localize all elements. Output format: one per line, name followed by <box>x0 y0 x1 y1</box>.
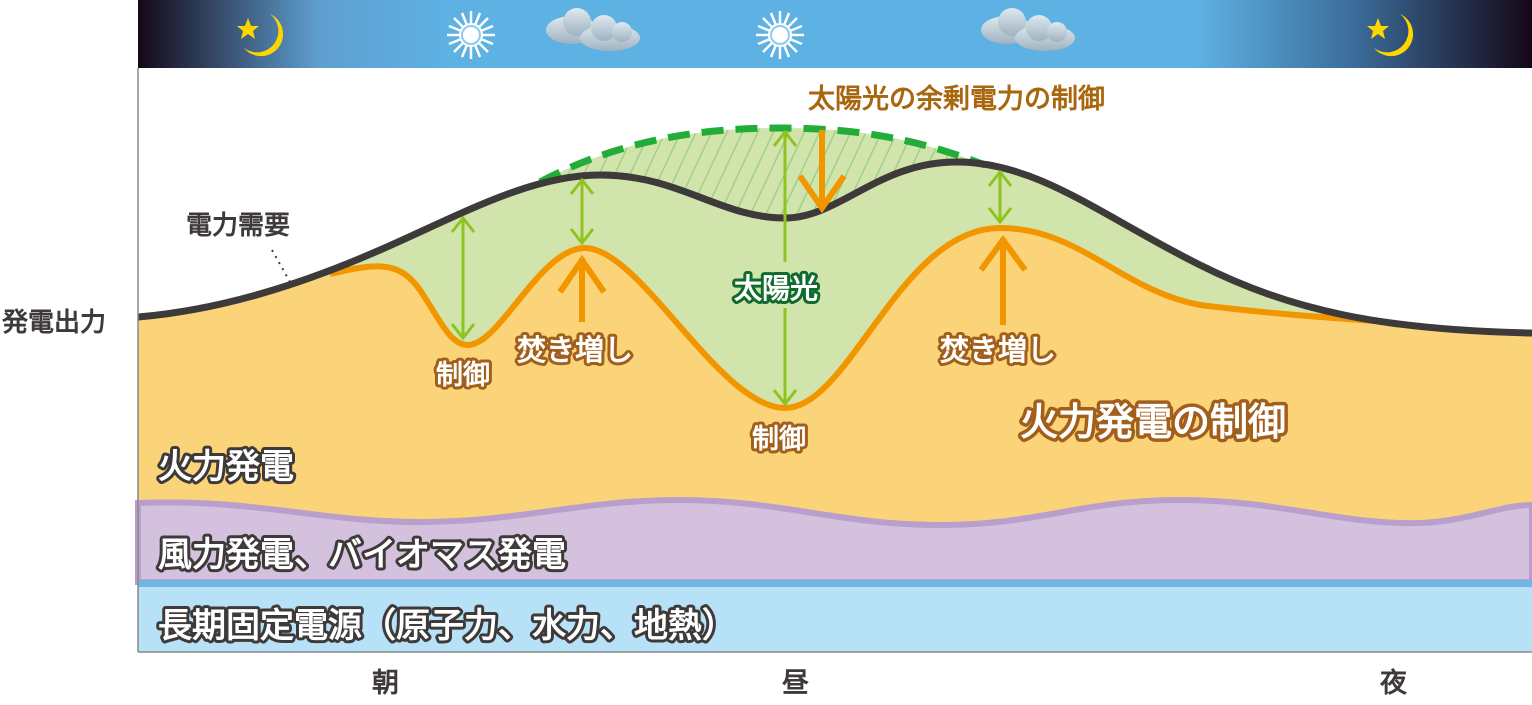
thermal-control-label: 火力発電の制御 <box>1020 400 1286 444</box>
wind-biomass-area <box>135 496 1532 585</box>
surplus-down-arrow <box>797 130 847 214</box>
boost-label-1: 焚き増し <box>517 333 633 367</box>
arrow-boost-1 <box>569 177 595 246</box>
boost-up-arrow-1 <box>557 254 607 322</box>
x-label-night: 夜 <box>1379 667 1408 699</box>
boost-label-2: 焚き増し <box>940 333 1056 367</box>
baseload-area <box>138 582 1532 652</box>
solar-label: 太陽光 <box>734 272 818 305</box>
sun-icon <box>754 9 806 61</box>
thermal-output-line <box>329 224 1386 412</box>
wind-biomass-label: 風力発電、バイオマス発電 <box>158 535 566 575</box>
x-label-noon: 昼 <box>782 668 809 699</box>
boost-up-arrow-2 <box>978 234 1028 325</box>
green-double-arrows <box>450 129 1013 407</box>
control-label-2: 制御 <box>752 424 806 455</box>
baseload-edge <box>138 580 1532 587</box>
demand-line <box>137 158 1532 337</box>
arrow-control-1 <box>450 215 476 341</box>
x-label-morning: 朝 <box>372 668 399 699</box>
solar-potential-dashed-line <box>538 124 987 186</box>
thermal-label: 火力発電 <box>158 447 294 487</box>
arrow-boost-2 <box>987 169 1013 225</box>
sun-icon <box>445 9 497 61</box>
demand-label: 電力需要 <box>186 211 290 241</box>
y-axis-label: 発電出力 <box>1 308 106 338</box>
sky-bar <box>138 0 1532 68</box>
solar-surplus-control-label: 太陽光の余剰電力の制御 <box>808 83 1105 115</box>
orange-arrows <box>557 130 1028 325</box>
arrow-solar <box>772 129 798 407</box>
control-label-1: 制御 <box>436 360 490 391</box>
solar-surplus-area <box>540 128 985 218</box>
demand-leader-dots <box>271 249 291 283</box>
baseload-label: 長期固定電源（原子力、水力、地熱） <box>158 606 736 646</box>
